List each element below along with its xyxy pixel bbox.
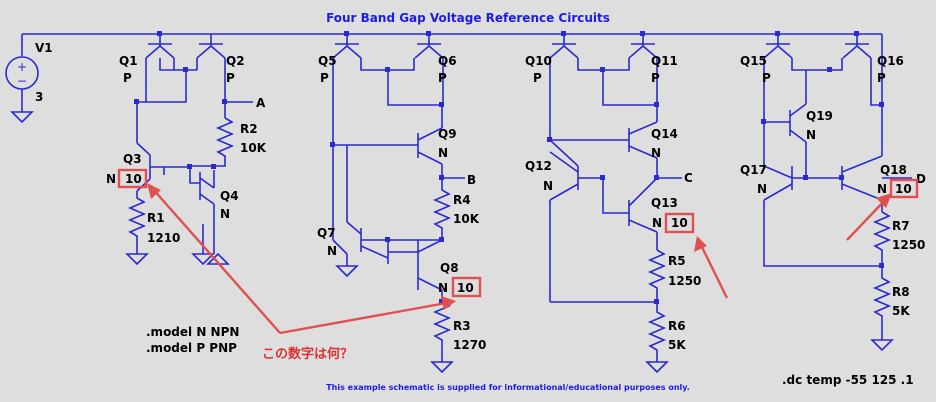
q8-name: Q8 xyxy=(440,261,459,275)
highlight-box-q3 xyxy=(117,168,148,189)
footer-note: This example schematic is supplied for i… xyxy=(326,383,690,392)
q8-area: 10 xyxy=(457,281,474,295)
supply-rail xyxy=(21,33,882,56)
node-c-label: C xyxy=(684,171,693,185)
q17-name: Q17 xyxy=(740,163,767,177)
q12-name: Q12 xyxy=(525,159,552,173)
r7-name: R7 xyxy=(892,219,910,233)
q19-name: Q19 xyxy=(806,109,833,123)
circuit-3: Q10 P Q11 P Q14 N Q12 N C Q13 N 10 R5 12… xyxy=(525,31,701,374)
q8-type: N xyxy=(438,281,448,295)
q1-name: Q1 xyxy=(119,54,138,68)
r8-name: R8 xyxy=(892,285,910,299)
model-pnp: .model P PNP xyxy=(146,341,237,355)
node-d-label: D xyxy=(916,172,926,186)
q4-type: N xyxy=(220,207,230,221)
q9-type: N xyxy=(438,146,448,160)
q2-type: P xyxy=(226,71,235,85)
q13-type: N xyxy=(652,216,662,230)
q18-area: 10 xyxy=(895,182,912,196)
highlight-box-q8 xyxy=(451,276,482,298)
q6-name: Q6 xyxy=(438,54,457,68)
minus-icon: − xyxy=(17,74,27,88)
circuit-4: Q15 P Q16 P Q19 N Q17 N Q18 N 10 D R7 12… xyxy=(740,31,926,352)
circuit-1: Q1 P Q2 P A R2 10K Q3 N 10 Q4 N R1 1210 xyxy=(106,31,267,266)
q10-type: P xyxy=(533,71,542,85)
circuit-2: Q5 P Q6 P Q9 N B R4 10K Q7 N Q8 N 10 R3 … xyxy=(317,31,486,374)
q17-type: N xyxy=(757,182,767,196)
r1-name: R1 xyxy=(147,211,165,225)
r4-name: R4 xyxy=(453,193,471,207)
q5-name: Q5 xyxy=(318,54,337,68)
r6-name: R6 xyxy=(668,319,686,333)
q14-name: Q14 xyxy=(651,127,678,141)
q18-name: Q18 xyxy=(880,163,907,177)
q1-type: P xyxy=(123,71,132,85)
q13-name: Q13 xyxy=(651,196,678,210)
r3-value: 1270 xyxy=(453,338,486,352)
q2-name: Q2 xyxy=(226,54,245,68)
r1-value: 1210 xyxy=(147,231,180,245)
schematic-title: Four Band Gap Voltage Reference Circuits xyxy=(326,11,610,25)
model-npn: .model N NPN xyxy=(146,325,239,339)
q5-type: P xyxy=(320,71,329,85)
q13-area: 10 xyxy=(671,216,688,230)
q16-type: P xyxy=(877,71,886,85)
q15-name: Q15 xyxy=(740,54,767,68)
highlight-box-q18 xyxy=(889,178,919,199)
arrow-to-q18 xyxy=(846,197,888,241)
r2-name: R2 xyxy=(240,122,258,136)
q7-name: Q7 xyxy=(317,226,336,240)
r5-name: R5 xyxy=(668,254,686,268)
q3-area: 10 xyxy=(125,172,142,186)
q12-type: N xyxy=(543,179,553,193)
q4-name: Q4 xyxy=(220,189,239,203)
q11-name: Q11 xyxy=(651,54,678,68)
plus-icon: + xyxy=(17,60,27,74)
q19-type: N xyxy=(806,128,816,142)
question-note: この数字は何？ xyxy=(262,346,353,362)
r7-value: 1250 xyxy=(892,238,925,252)
arrow-to-q3 xyxy=(151,187,281,334)
v1-label: V1 xyxy=(35,41,53,55)
annotation-layer: この数字は何？ xyxy=(117,168,919,362)
q10-name: Q10 xyxy=(525,54,552,68)
arrow-to-q13 xyxy=(698,242,729,299)
arrow-to-q8 xyxy=(279,300,453,335)
dc-directive: .dc temp -55 125 .1 xyxy=(782,373,914,387)
r4-value: 10K xyxy=(453,212,480,226)
q14-type: N xyxy=(651,146,661,160)
q7-type: N xyxy=(327,244,337,258)
q11-type: P xyxy=(651,71,660,85)
q9-name: Q9 xyxy=(438,127,457,141)
v1-value: 3 xyxy=(35,90,43,104)
q18-type: N xyxy=(877,182,887,196)
r6-value: 5K xyxy=(668,338,686,352)
q3-name: Q3 xyxy=(123,152,142,166)
r3-name: R3 xyxy=(453,319,471,333)
voltage-source-v1: + − V1 3 xyxy=(5,41,53,124)
r8-value: 5K xyxy=(892,304,910,318)
node-b-label: B xyxy=(467,173,476,187)
q16-name: Q16 xyxy=(877,54,904,68)
q6-type: P xyxy=(438,71,447,85)
node-a-label: A xyxy=(256,96,266,110)
q15-type: P xyxy=(762,71,771,85)
r2-value: 10K xyxy=(240,141,267,155)
q3-type: N xyxy=(106,172,116,186)
highlight-box-q13 xyxy=(664,212,695,234)
r5-value: 1250 xyxy=(668,274,701,288)
